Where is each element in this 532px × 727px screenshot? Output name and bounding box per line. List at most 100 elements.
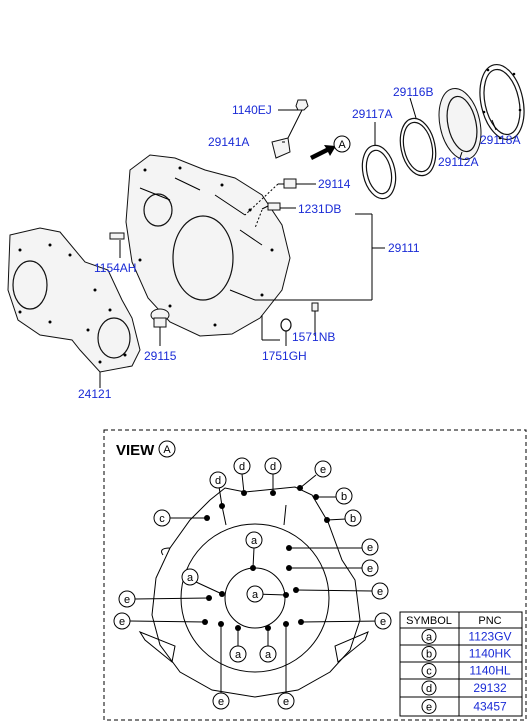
bubble-c[interactable]: c [153, 509, 171, 527]
view-a-title: VIEW A [116, 440, 176, 459]
callout-1231DB[interactable]: 1231DB [298, 202, 341, 216]
callout-29115[interactable]: 29115 [144, 349, 177, 363]
bubble-d[interactable]: d [264, 457, 282, 475]
callout-1154AH[interactable]: 1154AH [94, 261, 136, 275]
ring-29116B[interactable] [395, 115, 440, 179]
cover-29141A[interactable] [271, 137, 291, 159]
table-symbol-bubble [421, 680, 437, 696]
table-symbol-bubble [421, 663, 437, 678]
svg-text:e: e [380, 616, 386, 628]
washer-1751GH[interactable] [280, 318, 292, 332]
table-pnc[interactable]: 43457 [473, 700, 507, 714]
seal-29117A[interactable] [358, 142, 401, 201]
svg-text:a: a [265, 649, 272, 661]
bubble-e[interactable]: e [374, 612, 392, 630]
table-symbol-bubble [421, 699, 437, 714]
symbol-pnc-table: SYMBOL PNC [399, 611, 523, 717]
bolt-1140EJ[interactable] [286, 99, 309, 141]
callout-29114[interactable]: 29114 [318, 177, 351, 191]
svg-text:d: d [270, 461, 276, 473]
leader-lines [99, 97, 497, 388]
callout-29117A[interactable]: 29117A [352, 107, 392, 121]
bubble-e[interactable]: e [277, 692, 295, 710]
svg-text:a: a [187, 572, 194, 584]
flywheel-housing-29111[interactable] [125, 154, 291, 337]
table-symbol: e [426, 702, 432, 714]
bubble-e[interactable]: e [361, 538, 379, 556]
sensor-29114[interactable] [278, 178, 297, 189]
callout-24121[interactable]: 24121 [78, 387, 112, 401]
table-pnc[interactable]: 29132 [473, 681, 507, 695]
symbol-bubbles: d d d e b b c a e e a a e e e e a a e e [113, 457, 392, 710]
bubble-a[interactable]: a [181, 568, 199, 586]
bubble-d[interactable]: d [233, 457, 251, 475]
svg-text:a: a [252, 589, 259, 601]
callout-29112A[interactable]: 29112A [438, 155, 478, 169]
bubble-e[interactable]: e [314, 460, 332, 478]
bolt-holes [202, 485, 330, 631]
pin-1154AH[interactable] [109, 232, 125, 240]
bubble-a[interactable]: a [259, 645, 277, 663]
svg-text:d: d [239, 461, 245, 473]
view-direction-arrow: A [310, 135, 351, 160]
bubble-b[interactable]: b [344, 509, 362, 527]
table-symbol: d [426, 683, 432, 695]
table-symbol: c [426, 666, 432, 678]
view-marker-letter: A [338, 139, 346, 151]
bubble-e[interactable]: e [118, 590, 136, 608]
table-row[interactable]: c 1140HL [421, 663, 511, 678]
callout-1571NB[interactable]: 1571NB [292, 330, 335, 344]
bubble-d[interactable]: d [209, 471, 227, 489]
table-row[interactable]: e 43457 [421, 699, 507, 714]
bubble-leaders [129, 473, 383, 693]
svg-text:b: b [350, 513, 356, 525]
svg-text:e: e [377, 586, 383, 598]
table-pnc[interactable]: 1123GV [468, 630, 511, 644]
table-symbol-bubble [421, 646, 437, 661]
callout-29118A[interactable]: 29118A [480, 133, 520, 147]
bubble-b[interactable]: b [335, 487, 353, 505]
svg-text:e: e [320, 464, 326, 476]
callout-29141A[interactable]: 29141A [208, 135, 249, 149]
bubble-e[interactable]: e [212, 692, 230, 710]
svg-text:d: d [215, 475, 221, 487]
svg-text:a: a [251, 535, 258, 547]
bubble-e[interactable]: e [371, 582, 389, 600]
callout-29116B[interactable]: 29116B [393, 85, 433, 99]
bubble-a[interactable]: a [245, 531, 263, 549]
svg-text:e: e [367, 563, 373, 575]
table-row[interactable]: a 1123GV [421, 629, 512, 644]
table-pnc[interactable]: 1140HK [469, 647, 511, 661]
svg-text:e: e [367, 542, 373, 554]
svg-text:b: b [341, 491, 347, 503]
callout-1751GH[interactable]: 1751GH [262, 349, 307, 363]
bubble-e[interactable]: e [361, 559, 379, 577]
table-header-symbol: SYMBOL [406, 615, 452, 627]
svg-text:a: a [235, 649, 242, 661]
svg-text:e: e [218, 696, 224, 708]
gasket-24121[interactable] [7, 227, 141, 373]
view-a-frame [103, 429, 527, 721]
svg-text:e: e [283, 696, 289, 708]
svg-text:e: e [119, 616, 125, 628]
svg-text:e: e [124, 594, 130, 606]
table-row[interactable]: d 29132 [421, 680, 507, 696]
bubble-a[interactable]: a [229, 645, 247, 663]
table-pnc[interactable]: 1140HL [469, 664, 510, 678]
callout-1140EJ[interactable]: 1140EJ [232, 103, 272, 117]
svg-text:c: c [159, 513, 165, 525]
bubble-e[interactable]: e [113, 612, 131, 630]
table-header-pnc: PNC [478, 615, 501, 627]
callout-29111[interactable]: 29111 [388, 241, 420, 255]
table-symbol: a [426, 632, 433, 644]
view-title-letter: A [163, 444, 171, 456]
plate-29112A[interactable] [433, 85, 487, 164]
bubble-a[interactable]: a [246, 585, 264, 603]
gasket-29118A[interactable] [474, 60, 531, 143]
bolt-1571NB[interactable] [311, 302, 319, 312]
bolt-1231DB[interactable] [261, 202, 281, 211]
plug-29115[interactable] [150, 308, 170, 328]
